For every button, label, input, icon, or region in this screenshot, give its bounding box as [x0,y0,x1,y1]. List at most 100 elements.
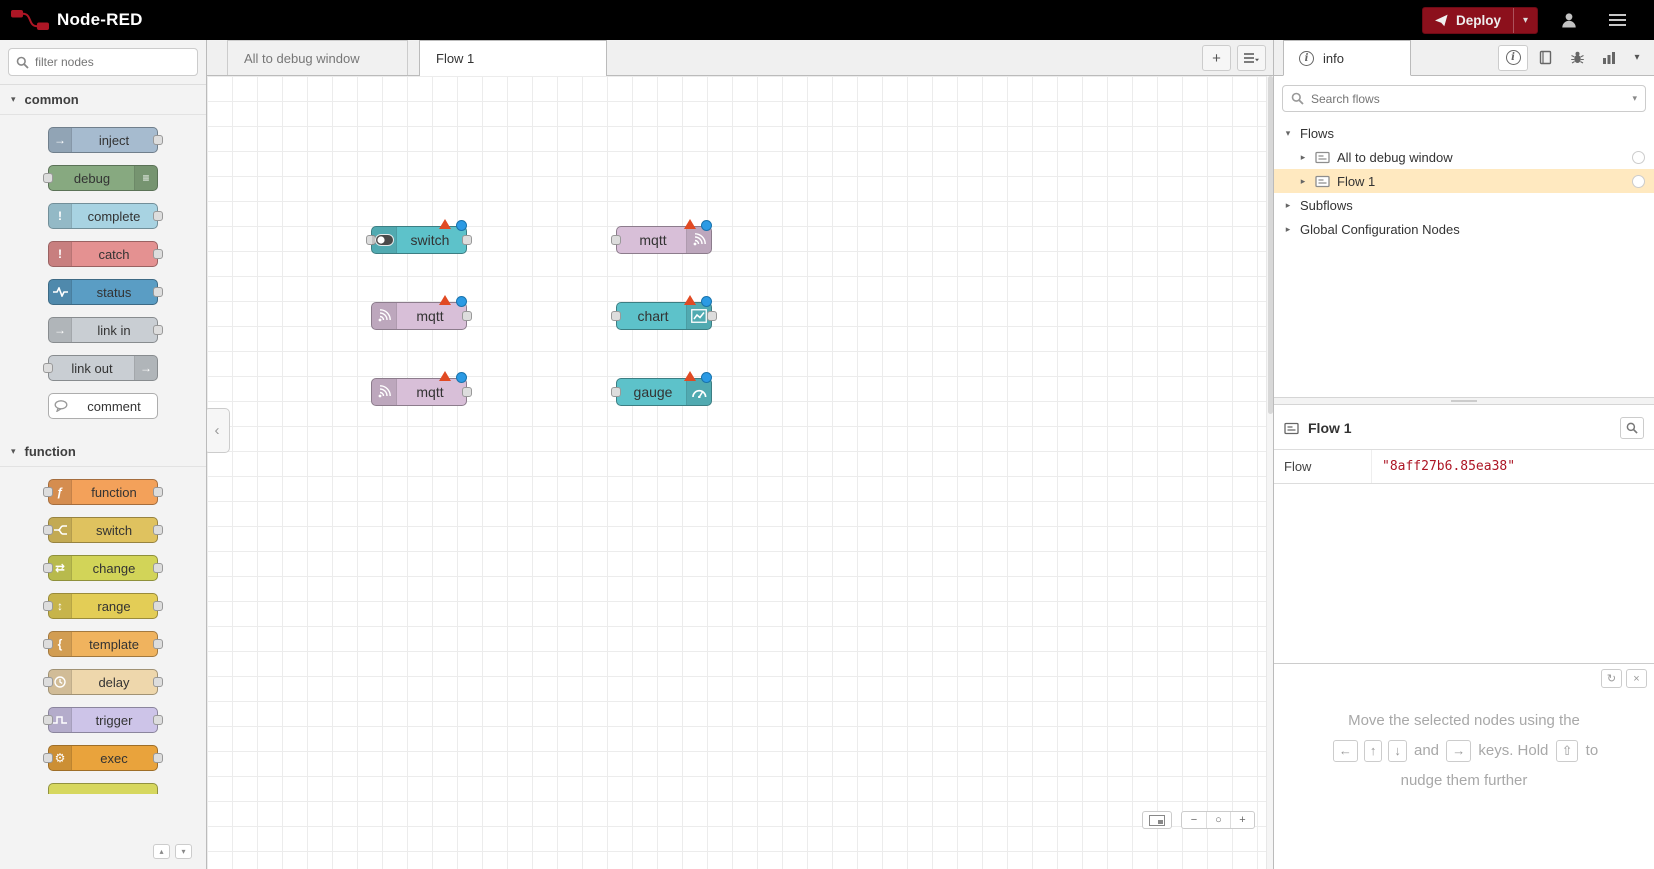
palette-node-link-out[interactable]: → link out [43,355,158,381]
flow-canvas[interactable]: ‹ switch mqtt [207,76,1273,869]
input-port[interactable] [43,525,53,535]
palette-scroll-up-button[interactable]: ▴ [153,843,170,859]
sidebar-resize-divider[interactable] [1274,397,1654,405]
flow-list-button[interactable] [1237,45,1266,71]
output-port[interactable] [462,311,472,321]
sidebar-tab-debug-button[interactable] [1562,45,1592,71]
sidebar-tab-context-button[interactable] [1594,45,1624,71]
palette-node-link-in[interactable]: → link in [48,317,163,343]
palette-node-function[interactable]: ƒ function [43,479,163,505]
input-port[interactable] [43,677,53,687]
zoom-reset-button[interactable]: ○ [1206,812,1230,828]
output-port[interactable] [153,287,163,297]
canvas-node-gauge[interactable]: gauge [611,371,712,406]
navigator-button[interactable] [1142,811,1172,829]
palette-node-change[interactable]: ⇄ change [43,555,163,581]
palette-node-inject[interactable]: → inject [48,127,163,153]
tips-refresh-button[interactable]: ↻ [1601,669,1622,688]
palette-node-range[interactable]: ↕ range [43,593,163,619]
palette-collapse-button[interactable]: ‹ [207,408,230,453]
flow-focus-toggle[interactable] [1632,174,1645,188]
palette-node-label: status [96,284,132,300]
palette-node-template[interactable]: { template [43,631,163,657]
search-flow-button[interactable] [1620,417,1644,439]
canvas-node-mqtt-out[interactable]: mqtt [611,219,712,254]
input-port[interactable] [611,387,621,397]
palette-node-delay[interactable]: delay [43,669,163,695]
output-port[interactable] [462,235,472,245]
output-port[interactable] [153,563,163,573]
output-port[interactable] [153,249,163,259]
flow-focus-toggle[interactable] [1632,150,1645,164]
sidebar-tab-info-button[interactable]: i [1498,44,1528,71]
input-port[interactable] [43,639,53,649]
palette-node-complete[interactable]: ! complete [48,203,163,229]
tree-row-flows[interactable]: ▾ Flows [1274,121,1654,145]
output-port[interactable] [153,601,163,611]
search-options-caret[interactable]: ▾ [1632,93,1637,103]
tab-flow-1[interactable]: Flow 1 [419,40,607,76]
output-port[interactable] [153,525,163,535]
input-port[interactable] [43,601,53,611]
canvas-node-mqtt-in-2[interactable]: mqtt [371,371,472,406]
search-flows-box[interactable]: ▾ [1282,85,1646,112]
palette-filter-input[interactable] [35,55,190,69]
zoom-in-button[interactable]: + [1230,812,1254,828]
category-label: common [24,92,79,107]
range-icon: ↕ [49,594,72,618]
input-port[interactable] [611,235,621,245]
palette-scroll-down-button[interactable]: ▾ [175,843,192,859]
output-port[interactable] [153,715,163,725]
palette-node-debug[interactable]: ≡ debug [43,165,158,191]
output-port[interactable] [153,677,163,687]
canvas-node-switch[interactable]: switch [366,219,472,254]
palette-node-catch[interactable]: ! catch [48,241,163,267]
tree-row-global-config[interactable]: ▸ Global Configuration Nodes [1274,217,1654,241]
input-port[interactable] [43,363,53,373]
deploy-button[interactable]: Deploy ▾ [1421,6,1538,34]
output-port[interactable] [707,311,717,321]
input-port[interactable] [43,563,53,573]
input-port[interactable] [43,173,53,183]
tips-close-button[interactable]: × [1626,669,1647,688]
canvas-node-chart[interactable]: chart [611,295,717,330]
category-header-common[interactable]: ▾ common [0,85,206,115]
input-port[interactable] [43,715,53,725]
property-value: "8aff27b6.85ea38" [1382,459,1516,474]
output-port[interactable] [153,211,163,221]
zoom-out-button[interactable]: − [1190,814,1198,826]
input-port[interactable] [611,311,621,321]
canvas-node-mqtt-in-1[interactable]: mqtt [371,295,472,330]
scrollbar-thumb[interactable] [1268,76,1273,414]
output-port[interactable] [153,135,163,145]
canvas-vertical-scrollbar[interactable] [1266,76,1273,869]
input-port[interactable] [43,753,53,763]
add-flow-button[interactable]: + [1202,45,1231,71]
main-menu-button[interactable] [1600,6,1634,34]
tab-all-to-debug-window[interactable]: All to debug window [227,40,408,75]
palette-node-status[interactable]: status [48,279,163,305]
output-port[interactable] [462,387,472,397]
tree-row-flow-1[interactable]: ▸ Flow 1 [1274,169,1654,193]
input-port[interactable] [43,487,53,497]
tab-info[interactable]: i info [1283,40,1411,76]
palette-node-comment[interactable]: comment [48,393,158,419]
output-port[interactable] [153,325,163,335]
output-port[interactable] [153,639,163,649]
palette-scroll-area[interactable]: ▾ common → inject ≡ debug [0,85,206,833]
palette-node-switch[interactable]: switch [43,517,163,543]
category-header-function[interactable]: ▾ function [0,437,206,467]
tree-row-all-to-debug-window[interactable]: ▸ All to debug window [1274,145,1654,169]
palette-node-trigger[interactable]: trigger [43,707,163,733]
sidebar-options-caret[interactable]: ▾ [1626,45,1648,71]
sidebar-tab-help-button[interactable] [1530,45,1560,71]
mqtt-signal-icon [686,227,711,253]
user-button[interactable] [1552,6,1586,34]
palette-filter-box[interactable] [8,48,198,76]
output-port[interactable] [153,753,163,763]
deploy-options-caret-icon[interactable]: ▾ [1522,14,1528,26]
tree-row-subflows[interactable]: ▸ Subflows [1274,193,1654,217]
output-port[interactable] [153,487,163,497]
palette-node-exec[interactable]: ⚙ exec [43,745,163,771]
search-flows-input[interactable] [1311,91,1626,106]
